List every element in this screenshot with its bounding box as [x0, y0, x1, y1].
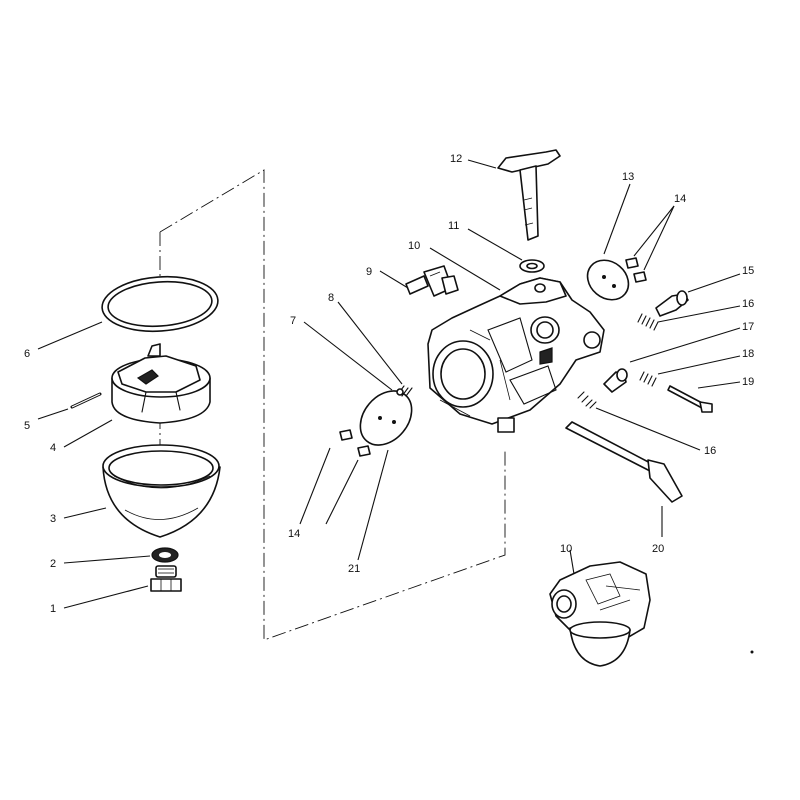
callout-10-main: 10	[408, 240, 420, 252]
part-16-spring-upper	[637, 313, 659, 331]
callout-11: 11	[448, 220, 459, 232]
part-17-main-screw	[603, 368, 628, 393]
part-14-screws-upper	[625, 257, 647, 283]
callout-16-upper: 16	[742, 298, 754, 310]
part-4-float	[111, 343, 211, 424]
part-19-screw	[667, 385, 713, 413]
callout-1: 1	[50, 603, 56, 615]
callout-10-inset: 10	[560, 543, 572, 555]
part-7-washer	[396, 388, 404, 396]
part-14-screws-lower	[339, 429, 371, 457]
callout-6: 6	[24, 348, 30, 360]
part-2-washer	[151, 547, 179, 563]
callout-4: 4	[50, 442, 56, 454]
part-21-choke-plate	[359, 390, 413, 446]
part-18-spring	[639, 371, 657, 387]
callout-12: 12	[450, 153, 462, 165]
callout-5: 5	[24, 420, 30, 432]
callout-2: 2	[50, 558, 56, 570]
part-16-spring-lower	[577, 391, 597, 409]
callout-7: 7	[290, 315, 296, 327]
callout-13: 13	[622, 171, 634, 183]
callout-9: 9	[366, 266, 372, 278]
callout-leaders	[37, 159, 741, 609]
part-13-throttle-plate	[586, 259, 630, 301]
callout-3: 3	[50, 513, 56, 525]
callout-19: 19	[742, 376, 754, 388]
part-9-fuel-fitting	[405, 265, 459, 297]
callout-17: 17	[742, 321, 754, 333]
part-1-bowl-nut	[150, 565, 182, 592]
callout-18: 18	[742, 348, 754, 360]
inset-assembled-carburetor	[549, 561, 754, 667]
callout-21: 21	[348, 563, 360, 575]
callout-labels: 1 2 3 4 5 6 7 8 9 10 10 11 12 13 14 14 1…	[24, 153, 754, 615]
part-3-fuel-bowl	[102, 444, 221, 538]
part-15-idle-screw	[655, 290, 689, 317]
callout-14-lower: 14	[288, 528, 300, 540]
callout-15: 15	[742, 265, 754, 277]
callout-14-upper: 14	[674, 193, 686, 205]
callout-20: 20	[652, 543, 664, 555]
part-6-bowl-gasket	[101, 275, 219, 333]
part-20-choke-shaft	[565, 421, 683, 503]
callout-8: 8	[328, 292, 334, 304]
part-12-throttle-shaft	[497, 149, 561, 241]
part-5-float-pin	[70, 392, 102, 409]
carburetor-body	[427, 277, 605, 433]
part-11-seal	[519, 259, 545, 273]
callout-16-lower: 16	[704, 445, 716, 457]
